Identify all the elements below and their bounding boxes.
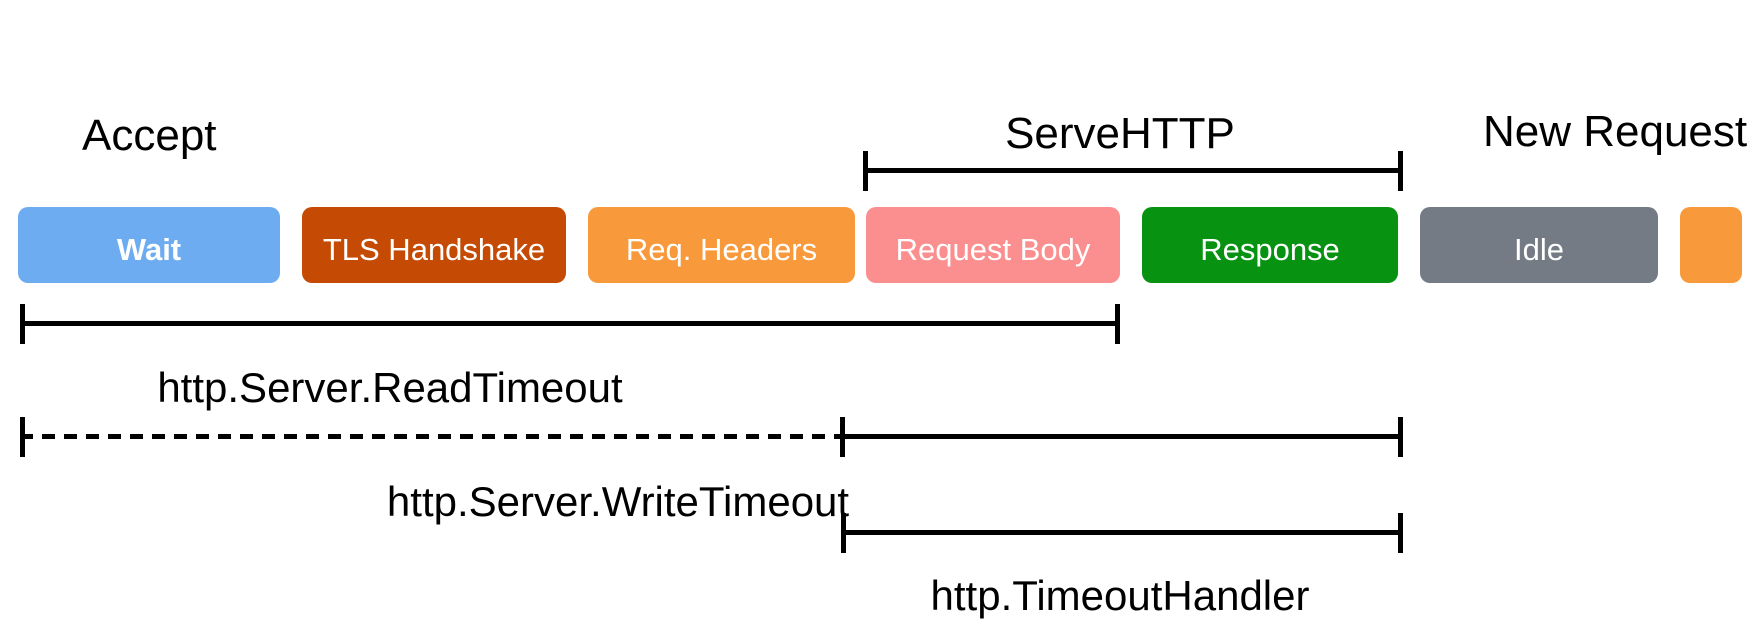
read-timeout-line [20,321,1120,326]
write-timeout-tick-right [1398,417,1403,457]
phase-box-next-request [1680,207,1742,283]
phase-box-req-headers: Req. Headers [588,207,855,283]
phase-box-request-body: Request Body [866,207,1120,283]
servehttp-bracket-tick-right [1398,151,1403,191]
write-timeout-solid-line [842,434,1400,439]
phase-box-response: Response [1142,207,1398,283]
phase-box-tls-handshake: TLS Handshake [302,207,566,283]
servehttp-bracket-line [863,168,1403,173]
servehttp-bracket-tick-left [863,151,868,191]
write-timeout-dashed-line [20,434,842,439]
phase-title-servehttp: ServeHTTP [1005,109,1235,158]
timeout-handler-line [841,530,1403,535]
timeout-handler-label: http.TimeoutHandler [930,572,1310,619]
phase-title-accept: Accept [82,111,217,160]
read-timeout-tick-right [1115,304,1120,344]
timeout-handler-tick-right [1398,513,1403,553]
read-timeout-label: http.Server.ReadTimeout [157,364,623,411]
phase-box-idle: Idle [1420,207,1658,283]
write-timeout-label: http.Server.WriteTimeout [386,478,850,525]
phase-box-wait: Wait [18,207,280,283]
phase-title-new-request: New Request [1483,107,1748,156]
